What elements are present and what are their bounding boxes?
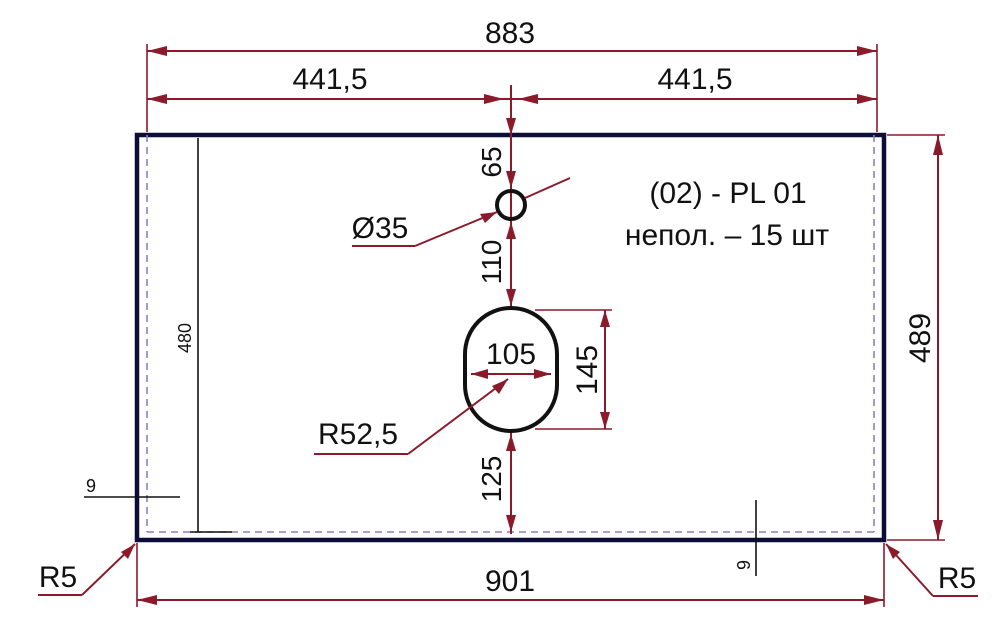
corner-left-leader xyxy=(38,543,136,596)
dim-65-label: 65 xyxy=(476,146,507,177)
offset-left-label: 9 xyxy=(86,476,96,496)
hole-circle xyxy=(495,189,527,221)
oval-slot xyxy=(463,306,559,433)
corner-right-label: R5 xyxy=(938,562,976,595)
offset-bottom-label: 9 xyxy=(734,560,754,570)
dim-overall-top xyxy=(146,44,878,132)
slot-radius-label: R52,5 xyxy=(318,418,398,451)
slot-radius-leader xyxy=(314,378,509,455)
dim-center-chain xyxy=(506,85,516,534)
slot-width-label: 105 xyxy=(486,338,536,371)
part-label: (02) - PL 01 xyxy=(649,177,806,210)
dim-half-left-label: 441,5 xyxy=(292,63,367,96)
dim-slot-height xyxy=(535,309,612,430)
dim-overall-bottom xyxy=(136,543,885,607)
corner-left-label: R5 xyxy=(39,561,77,594)
dim-half-right-label: 441,5 xyxy=(657,63,732,96)
corner-right-leader xyxy=(885,543,978,597)
hole-leader xyxy=(352,177,571,247)
quantity-label: непол. – 15 шт xyxy=(625,219,829,252)
height-489-label: 489 xyxy=(904,313,937,363)
hole-diameter-label: Ø35 xyxy=(352,212,409,245)
dim-901-label: 901 xyxy=(485,565,535,598)
height-480-label: 480 xyxy=(175,323,195,353)
dim-110-label: 110 xyxy=(476,240,507,285)
dim-883-label: 883 xyxy=(485,17,535,50)
dim-height-right xyxy=(887,134,945,541)
slot-height-label: 145 xyxy=(571,345,604,395)
dim-125-label: 125 xyxy=(476,456,507,503)
